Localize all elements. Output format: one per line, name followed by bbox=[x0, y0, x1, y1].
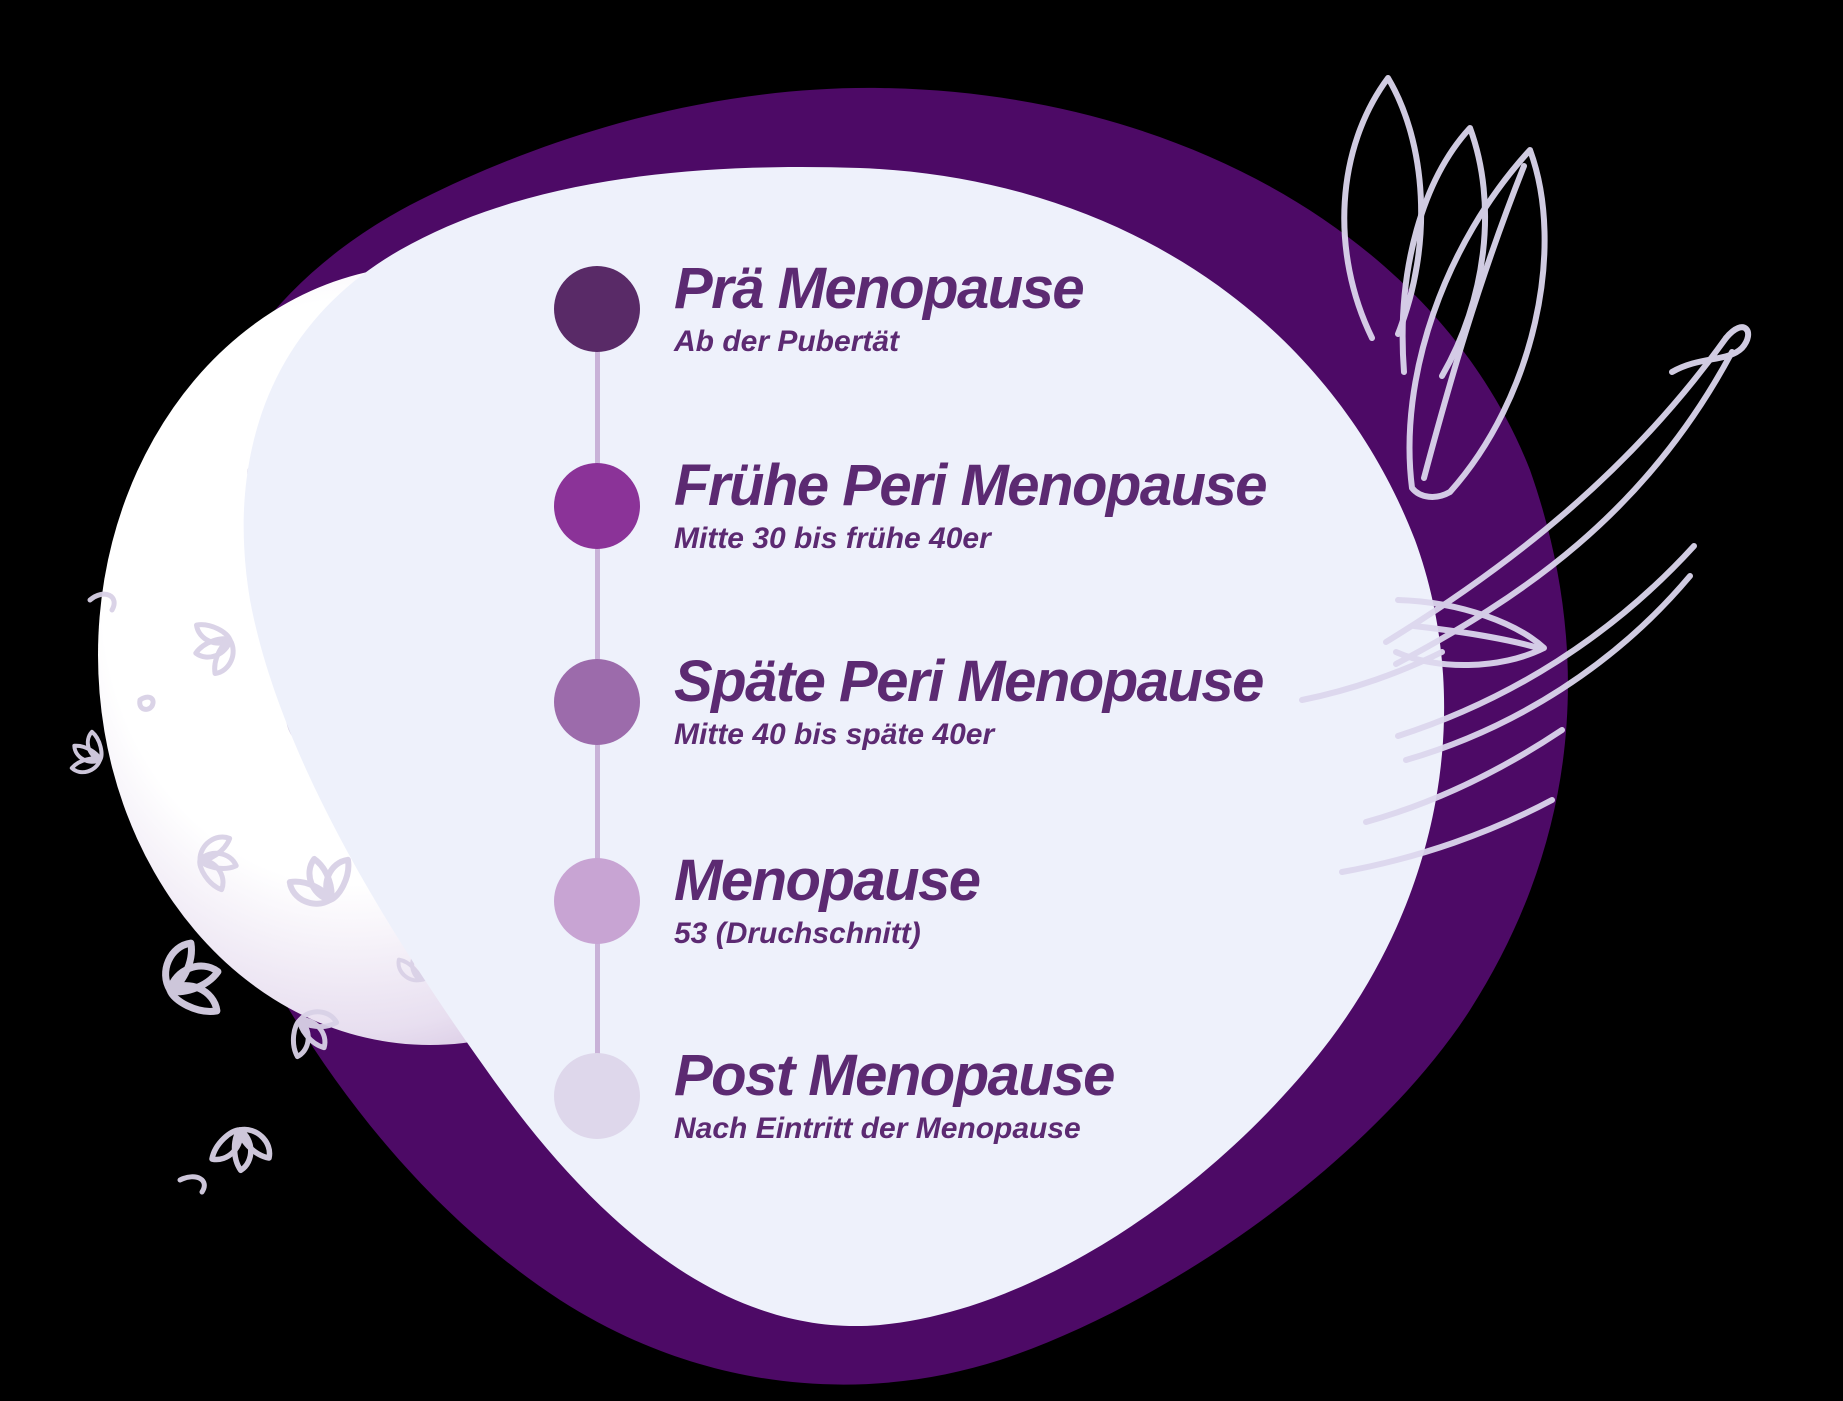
inner-blob bbox=[243, 166, 1445, 1327]
stage-dot bbox=[554, 858, 640, 944]
stage-title: Prä Menopause bbox=[674, 256, 1085, 321]
timeline-item-spaete-peri-menopause: Späte Peri Menopause Mitte 40 bis späte … bbox=[554, 649, 1264, 753]
timeline-item-post-menopause: Post Menopause Nach Eintritt der Menopau… bbox=[554, 1043, 1115, 1147]
stage-subtitle: Mitte 30 bis frühe 40er bbox=[674, 522, 991, 555]
stage-title: Frühe Peri Menopause bbox=[674, 453, 1268, 518]
stage-subtitle: Mitte 40 bis späte 40er bbox=[674, 718, 995, 751]
stage-dot bbox=[554, 659, 640, 745]
timeline-item-fruehe-peri-menopause: Frühe Peri Menopause Mitte 30 bis frühe … bbox=[554, 453, 1268, 557]
stage-title: Späte Peri Menopause bbox=[674, 649, 1264, 714]
timeline-item-menopause: Menopause 53 (Druchschnitt) bbox=[554, 848, 981, 952]
stage-dot bbox=[554, 266, 640, 352]
leaf-branch-sketch bbox=[1299, 75, 1752, 875]
stage-subtitle: Ab der Pubertät bbox=[674, 325, 900, 358]
timeline-item-prae-menopause: Prä Menopause Ab der Pubertät bbox=[554, 256, 1085, 360]
stage-title: Post Menopause bbox=[674, 1043, 1115, 1108]
stage-title: Menopause bbox=[674, 848, 981, 913]
stage-subtitle: Nach Eintritt der Menopause bbox=[674, 1112, 1081, 1145]
stage-dot bbox=[554, 1053, 640, 1139]
stage-subtitle: 53 (Druchschnitt) bbox=[674, 917, 921, 950]
stage-dot bbox=[554, 463, 640, 549]
